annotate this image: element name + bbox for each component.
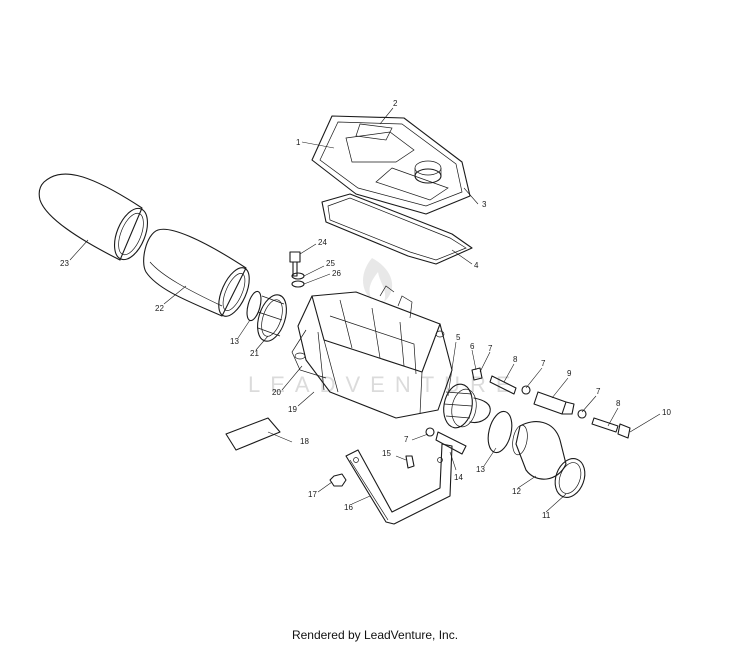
callout-7b: 7 (541, 359, 546, 368)
callout-20: 20 (272, 388, 281, 397)
callout-19: 19 (288, 405, 297, 414)
watermark-text: LEADVENTURE (248, 372, 521, 397)
part-11-clamp (554, 458, 586, 498)
callout-6: 6 (470, 342, 475, 351)
part-19-airbox-body (291, 285, 453, 419)
part-13-clamp-left (246, 290, 262, 322)
callout-8b: 8 (616, 399, 621, 408)
watermark-logo: LEADVENTURE (248, 258, 521, 397)
callout-16: 16 (344, 503, 353, 512)
callout-11: 11 (542, 511, 551, 520)
part-drain-hardware (425, 367, 631, 455)
callout-26: 26 (332, 269, 341, 278)
callout-13-right: 13 (476, 465, 485, 474)
callout-10: 10 (662, 408, 671, 417)
callout-7c: 7 (596, 387, 601, 396)
leader-lines (69, 107, 661, 513)
part-12-duct (512, 421, 567, 480)
callout-8a: 8 (513, 355, 518, 364)
callout-17: 17 (308, 490, 317, 499)
callout-18: 18 (300, 437, 309, 446)
callout-24: 24 (318, 238, 327, 247)
callout-7d: 7 (404, 435, 409, 444)
callout-5: 5 (456, 333, 461, 342)
callout-3: 3 (482, 200, 487, 209)
callout-7a: 7 (488, 344, 493, 353)
part-22-filter-element (143, 228, 250, 317)
callout-14: 14 (454, 473, 463, 482)
part-18-pad (225, 417, 281, 451)
callout-9: 9 (567, 369, 572, 378)
callout-21: 21 (250, 349, 259, 358)
part-5-outlet-boot (443, 383, 491, 429)
callout-15: 15 (382, 449, 391, 458)
part-15-fastener (405, 455, 415, 469)
part-16-bracket (345, 443, 453, 525)
part-4-gasket (321, 193, 473, 265)
callout-4: 4 (474, 261, 479, 270)
callout-23: 23 (60, 259, 69, 268)
part-23-foam-sleeve (38, 173, 149, 261)
callout-22: 22 (155, 304, 164, 313)
part-17-nut (329, 473, 347, 487)
callout-25: 25 (326, 259, 335, 268)
callout-1: 1 (296, 138, 301, 147)
callout-2: 2 (393, 99, 398, 108)
part-bolt-washers (289, 251, 305, 288)
footer-credit: Rendered by LeadVenture, Inc. (291, 628, 459, 642)
part-13-clamp-right (487, 410, 513, 454)
part-21-coupler (257, 294, 287, 342)
callout-12: 12 (512, 487, 521, 496)
callout-labels: 1 2 3 4 5 6 7 8 7 9 7 8 10 11 12 13 7 14… (60, 99, 671, 520)
callout-13-left: 13 (230, 337, 239, 346)
part-airbox-cover (311, 115, 471, 215)
